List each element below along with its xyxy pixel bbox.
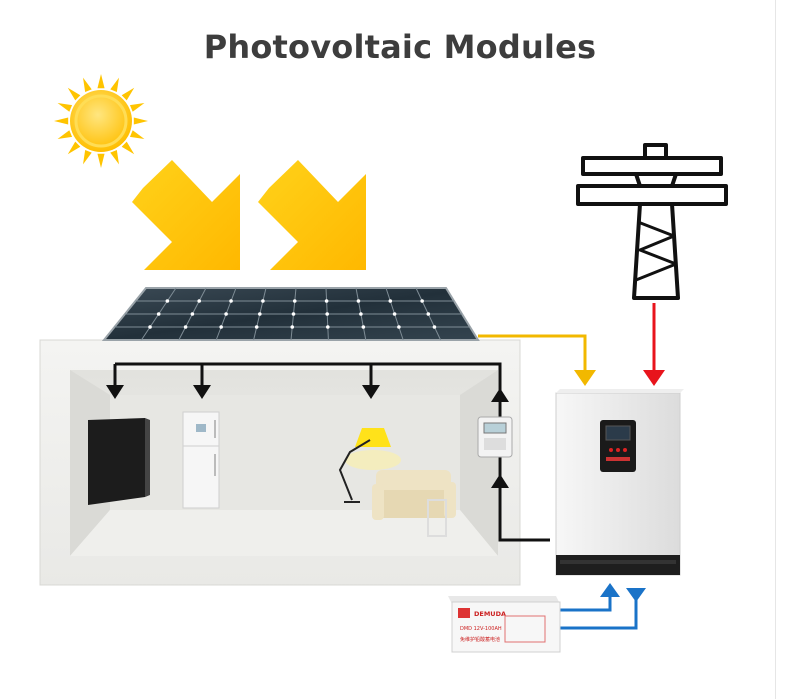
tv-icon	[88, 418, 150, 505]
arrow-down-right-icon	[258, 160, 366, 270]
sun-ray	[57, 130, 73, 139]
transmission-tower-icon	[576, 143, 728, 300]
arrow-down-icon	[362, 385, 380, 399]
sun-ray	[57, 103, 73, 112]
arrow-down-right-icon	[132, 160, 240, 270]
arrow-down-icon	[574, 370, 596, 386]
arrow-up-icon	[600, 583, 620, 597]
battery-model: DMD 12V-100AH	[460, 626, 502, 632]
sun-ray	[121, 87, 135, 101]
battery-icon: DEMUDA DMD 12V-100AH 免维护铅酸蓄电池	[448, 596, 561, 653]
battery-arrows	[600, 583, 646, 602]
sun-ray	[83, 77, 92, 93]
diagram-title: Photovoltaic Modules	[203, 28, 597, 66]
arrow-down-icon	[626, 588, 646, 602]
fridge-icon	[182, 411, 220, 509]
arrow-down-icon	[193, 385, 211, 399]
sun-icon	[54, 74, 148, 168]
pv-wiring	[478, 334, 596, 386]
battery-brand: DEMUDA	[474, 610, 506, 618]
inverter-icon	[555, 389, 684, 576]
sun-ray	[83, 149, 92, 165]
sun-ray	[67, 141, 81, 155]
solar-panel-icon	[101, 287, 480, 341]
sun-ray	[54, 117, 69, 125]
floor-lamp-icon	[338, 428, 401, 503]
sun-ray	[97, 153, 105, 168]
sun-ray	[129, 103, 145, 112]
arrow-up-icon	[491, 388, 509, 402]
sun-ray	[129, 130, 145, 139]
page-divider	[775, 0, 776, 699]
sofa-icon	[372, 470, 456, 537]
arrow-up-icon	[491, 474, 509, 488]
sun-ray	[110, 77, 119, 93]
sun-ray	[133, 117, 148, 125]
grid-wiring	[643, 303, 665, 386]
sun-ray	[97, 74, 105, 89]
electric-meter-icon	[477, 416, 513, 458]
sun-ray	[110, 149, 119, 165]
battery-wiring	[560, 593, 638, 630]
battery-label-line: 免维护铅酸蓄电池	[460, 636, 500, 643]
load-arrows	[106, 385, 509, 488]
arrow-down-icon	[643, 370, 665, 386]
arrow-down-icon	[106, 385, 124, 399]
sun-ray	[121, 141, 135, 155]
sun-ray	[67, 87, 81, 101]
